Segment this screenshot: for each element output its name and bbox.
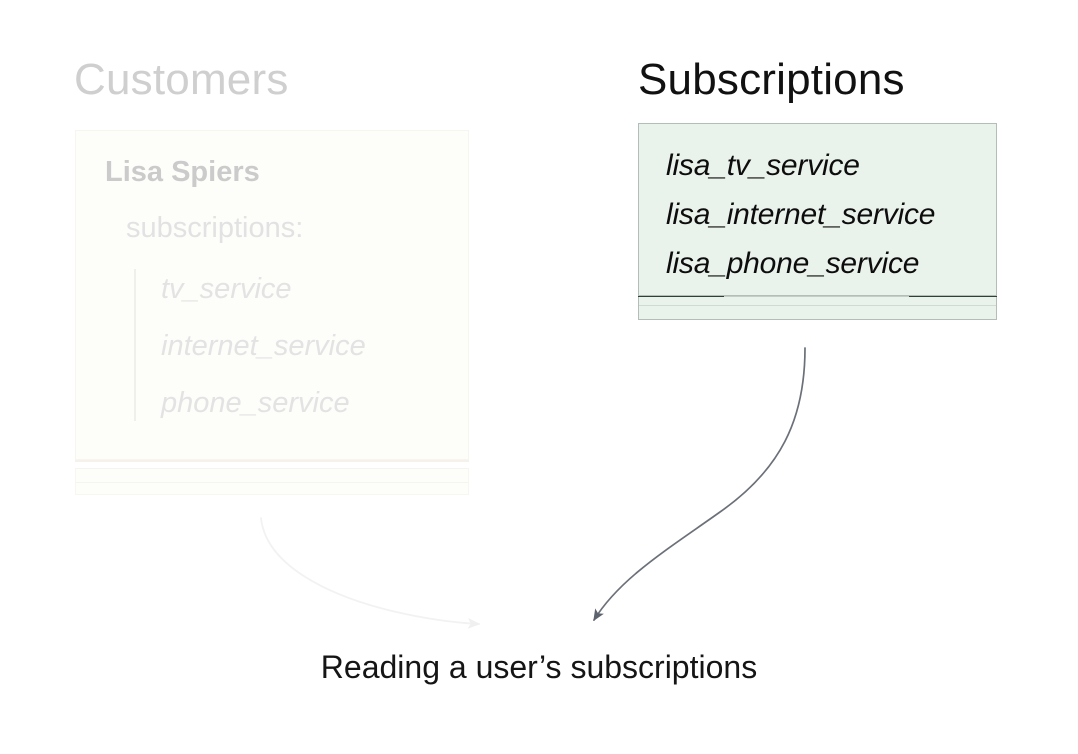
customer-field-label-subscriptions: subscriptions: <box>126 212 304 244</box>
field-group-bar <box>134 269 136 421</box>
subscriptions-stack-line-thin <box>639 305 996 306</box>
list-item: tv_service <box>161 273 292 305</box>
arrow-subscriptions-to-caption <box>593 347 806 622</box>
customer-subscription-value-list: tv_service internet_service phone_servic… <box>161 268 366 439</box>
list-item: lisa_internet_service <box>666 198 936 231</box>
customers-stack-line-3 <box>75 482 469 483</box>
subscriptions-stack-edge-highlight <box>724 295 909 297</box>
column-heading-customers: Customers <box>74 55 289 104</box>
customers-card-stack-tray <box>75 468 469 495</box>
subscription-id-list: lisa_tv_service lisa_internet_service li… <box>666 144 935 291</box>
subscriptions-record-card[interactable]: lisa_tv_service lisa_internet_service li… <box>638 123 997 296</box>
customer-record-card[interactable]: Lisa Spiers subscriptions: tv_service in… <box>75 130 469 460</box>
list-item: internet_service <box>161 330 366 362</box>
customers-stack-line-1 <box>75 460 469 462</box>
customers-card-stack: Lisa Spiers subscriptions: tv_service in… <box>75 130 469 495</box>
list-item: lisa_tv_service <box>666 149 860 182</box>
list-item: phone_service <box>161 387 350 419</box>
subscriptions-card-stack: lisa_tv_service lisa_internet_service li… <box>638 123 997 320</box>
subscriptions-card-stack-tray <box>638 296 997 320</box>
customers-stack-line-2 <box>75 468 469 469</box>
slide-caption: Reading a user’s subscriptions <box>320 649 758 685</box>
customer-record-name: Lisa Spiers <box>105 156 260 188</box>
arrow-customers-to-caption <box>260 517 481 629</box>
list-item: lisa_phone_service <box>666 247 920 280</box>
column-heading-subscriptions: Subscriptions <box>638 55 905 104</box>
